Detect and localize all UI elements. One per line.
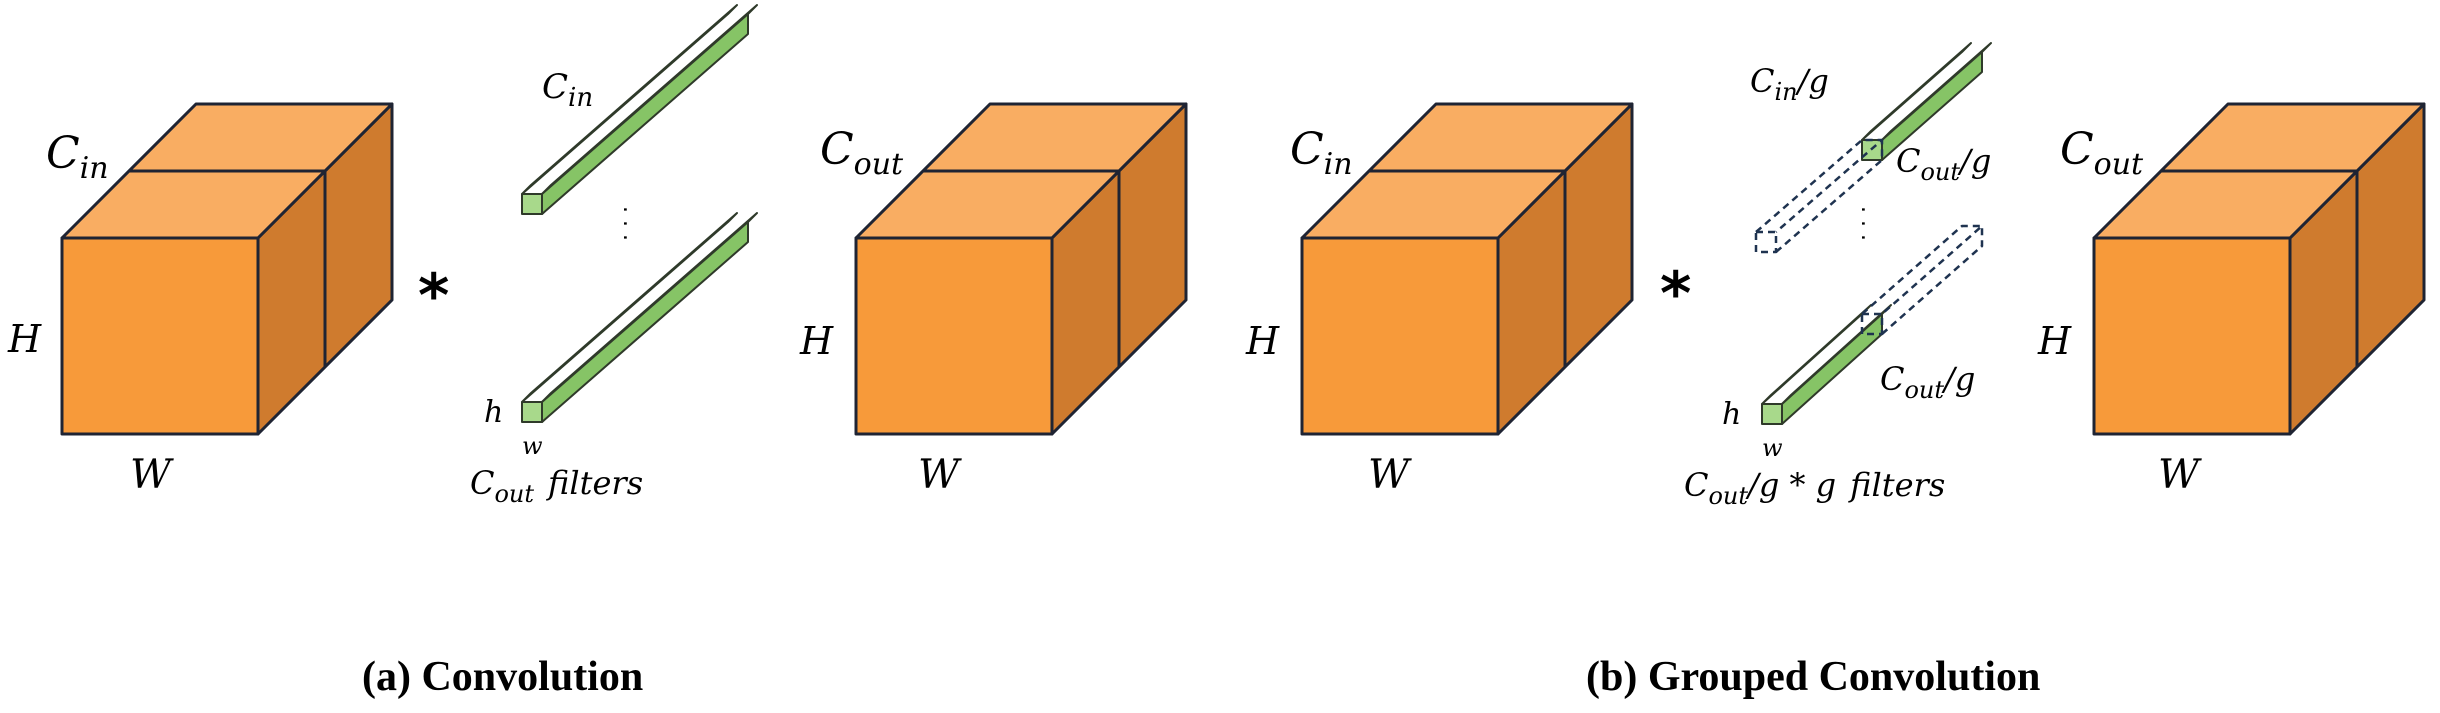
input-width-label-b: W [1368,452,1412,498]
dashed-rod-side [1881,226,1984,335]
caption-a: (a) Convolution [362,654,643,700]
output-channels-label-a: Cout [820,124,904,182]
rod-front-face [1761,403,1783,425]
rod-front-face [521,193,543,215]
dashed-rod-front [1860,312,1884,336]
dashed-rod-top [1861,224,1984,315]
filter-top-out-label-b: Cout/g [1896,142,1991,186]
filter-bottom-empty-b [1860,224,1984,336]
dashed-rod-front [1754,230,1778,254]
dashed-rod-top [1755,138,1884,233]
cube-slab-divider [2161,169,2359,367]
rod-top-face [521,212,738,403]
output-height-label-a: H [799,319,834,363]
filter-lower-out-label-b: Cout/g [1880,360,1975,404]
panel-b: Cin H W * Cin/g Cout/g . . . Cout/g h w … [1245,42,2426,700]
input-cube-a [60,102,394,436]
output-width-label-b: W [2158,452,2202,498]
rod-long-face [1781,313,1883,425]
filter-bottom-a [521,212,758,423]
cube-front-face [2092,236,2292,436]
cube-slab-divider [923,169,1121,367]
input-height-label-b: H [1245,319,1280,363]
input-cube-b [1300,102,1634,436]
cube-front-face [1300,236,1500,436]
filter-channels-label-a: Cin [542,67,593,113]
rod-long-face [541,13,749,215]
cube-front-face [854,236,1054,436]
input-width-label-a: W [130,452,174,498]
input-channels-label-b: Cin [1290,124,1353,182]
rod-long-face [541,221,749,423]
filter-top-channels-label-b: Cin/g [1750,62,1829,106]
filter-top-a [521,4,758,215]
input-height-label-a: H [7,317,42,361]
filter-width-label-b: w [1762,434,1783,462]
convolution-operator-a: * [418,261,449,331]
filter-width-label-a: w [522,432,543,460]
output-cube-a [854,102,1188,436]
cube-slab-divider [129,169,327,367]
input-channels-label-a: Cin [46,128,109,186]
rod-top-face [521,4,738,195]
caption-b: (b) Grouped Convolution [1586,654,2040,700]
cube-front-face [60,236,260,436]
rod-front-face [521,401,543,423]
output-channels-label-b: Cout [2060,124,2144,182]
filter-dots-a: . . . [618,206,643,241]
rod-top-face [1861,42,1972,141]
output-height-label-b: H [2037,319,2072,363]
cube-slab-divider [1369,169,1567,367]
filter-top-empty-b [1754,138,1884,254]
filter-bottom-group-b [1761,304,1892,425]
filter-height-label-a: h [484,395,503,430]
output-width-label-a: W [918,452,962,498]
filter-dots-b: . . . [1856,206,1881,241]
filter-height-label-b: h [1722,397,1741,432]
convolution-operator-b: * [1660,259,1691,329]
output-cube-b [2092,102,2426,436]
